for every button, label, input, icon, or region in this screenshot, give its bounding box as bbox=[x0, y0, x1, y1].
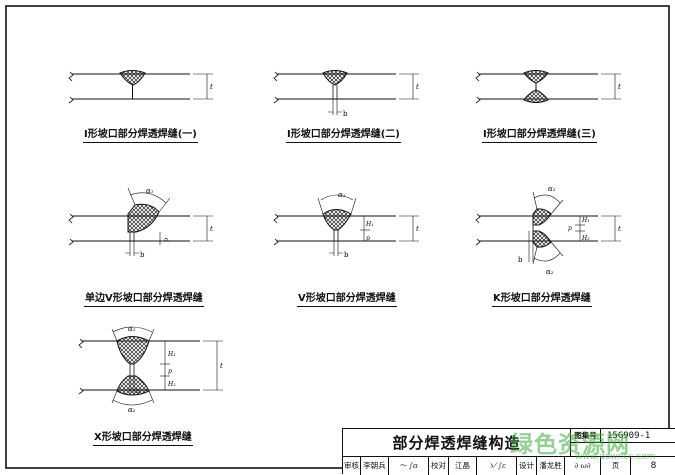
detail-v-groove: α₁ b H₁ p t bbox=[273, 191, 419, 259]
weld-bead-bottom bbox=[532, 230, 552, 248]
review-label: 审核 bbox=[343, 457, 361, 475]
title-block: 部分焊透焊缝构造 图集号 15G909-1 审核 李朝兵 〜 ∫ɑ 校对 江晶 … bbox=[342, 428, 675, 475]
dim-b: b bbox=[518, 256, 523, 264]
design-label: 设计 bbox=[517, 457, 537, 475]
dim-alpha2: α₂ bbox=[128, 406, 136, 414]
dim-h1: H₁ bbox=[365, 221, 374, 228]
weld-bead-bottom bbox=[116, 375, 150, 396]
caption-single-bevel-v: 单边V形坡口部分焊透焊缝 bbox=[84, 293, 204, 307]
signature-row: 审核 李朝兵 〜 ∫ɑ 校对 江晶 ゝ⁄ ∫ε 设计 潘龙胜 ∂ ω∂ 页 8 bbox=[343, 457, 675, 475]
dim-p: p bbox=[568, 225, 572, 232]
caption-i-groove-1: I形坡口部分焊透焊缝(一) bbox=[83, 129, 198, 143]
watermark-url: www.downcc.com bbox=[575, 452, 656, 462]
dim-t: t bbox=[416, 225, 419, 233]
sheet-frame bbox=[5, 5, 670, 469]
dim-b: b bbox=[136, 388, 140, 395]
dim-alpha2: α₂ bbox=[546, 268, 554, 276]
caption-x-groove: X形坡口部分焊透焊缝 bbox=[93, 432, 193, 446]
weld-bead-top bbox=[523, 70, 549, 84]
dim-p: p bbox=[168, 368, 172, 375]
dim-b: b bbox=[344, 251, 349, 259]
weld-bead-top bbox=[116, 336, 150, 365]
dim-p: p bbox=[366, 235, 370, 242]
caption-i-groove-2: I形坡口部分焊透焊缝(二) bbox=[286, 129, 401, 143]
detail-i-groove-1: t bbox=[68, 70, 213, 104]
dim-t: t bbox=[618, 225, 621, 233]
weld-bead bbox=[127, 203, 160, 233]
dim-alpha1: α₁ bbox=[128, 325, 136, 333]
detail-k-groove: α₁ α₂ b H₁ p H₂ t bbox=[475, 185, 621, 276]
weld-bead bbox=[322, 70, 348, 86]
caption-k-groove: K形坡口部分焊透焊缝 bbox=[492, 293, 592, 307]
dim-alpha1: α₁ bbox=[338, 191, 346, 199]
dim-p: p bbox=[162, 237, 170, 242]
dim-t: t bbox=[210, 83, 213, 91]
detail-i-groove-3: t bbox=[475, 70, 621, 104]
weld-bead bbox=[322, 209, 352, 231]
dim-alpha1: α₁ bbox=[548, 185, 556, 193]
dim-alpha1: α₁ bbox=[146, 187, 154, 195]
title-block-blank-cell bbox=[571, 443, 675, 457]
detail-x-groove: α₁ α₂ b H₁ p H₂ t bbox=[78, 325, 223, 414]
atlas-number-label: 图集号 bbox=[571, 429, 601, 443]
dim-b: b bbox=[140, 251, 145, 259]
review-signature: 〜 ∫ɑ bbox=[389, 457, 429, 475]
sheet-title: 部分焊透焊缝构造 bbox=[343, 429, 571, 457]
dim-t: t bbox=[220, 362, 223, 370]
check-name: 江晶 bbox=[449, 457, 477, 475]
dim-h1: H₁ bbox=[581, 217, 590, 224]
caption-i-groove-3: I形坡口部分焊透焊缝(三) bbox=[482, 129, 597, 143]
check-label: 校对 bbox=[429, 457, 449, 475]
check-signature: ゝ⁄ ∫ε bbox=[477, 457, 517, 475]
dim-h2: H₂ bbox=[581, 235, 590, 242]
detail-i-groove-2: b t bbox=[273, 70, 419, 118]
weld-bead-bottom bbox=[523, 89, 549, 103]
weld-bead bbox=[119, 70, 146, 86]
review-name: 李朝兵 bbox=[361, 457, 389, 475]
page-number: 8 bbox=[650, 461, 657, 471]
detail-single-bevel-v: α₁ b p t bbox=[68, 187, 213, 259]
dim-t: t bbox=[210, 225, 213, 233]
dim-t: t bbox=[618, 83, 621, 91]
page-label: 页 bbox=[601, 457, 631, 475]
dim-b: b bbox=[343, 110, 348, 118]
caption-v-groove: V形坡口部分焊透焊缝 bbox=[297, 293, 397, 307]
dim-h1: H₁ bbox=[167, 351, 176, 358]
dim-t: t bbox=[416, 83, 419, 91]
design-signature: ∂ ω∂ bbox=[565, 457, 601, 475]
dim-h2: H₂ bbox=[167, 381, 176, 388]
atlas-number: 15G909-1 bbox=[601, 429, 675, 443]
design-name: 潘龙胜 bbox=[537, 457, 565, 475]
weld-bead-top bbox=[532, 208, 552, 226]
watermark-text: 绿色资源网 bbox=[510, 432, 630, 458]
